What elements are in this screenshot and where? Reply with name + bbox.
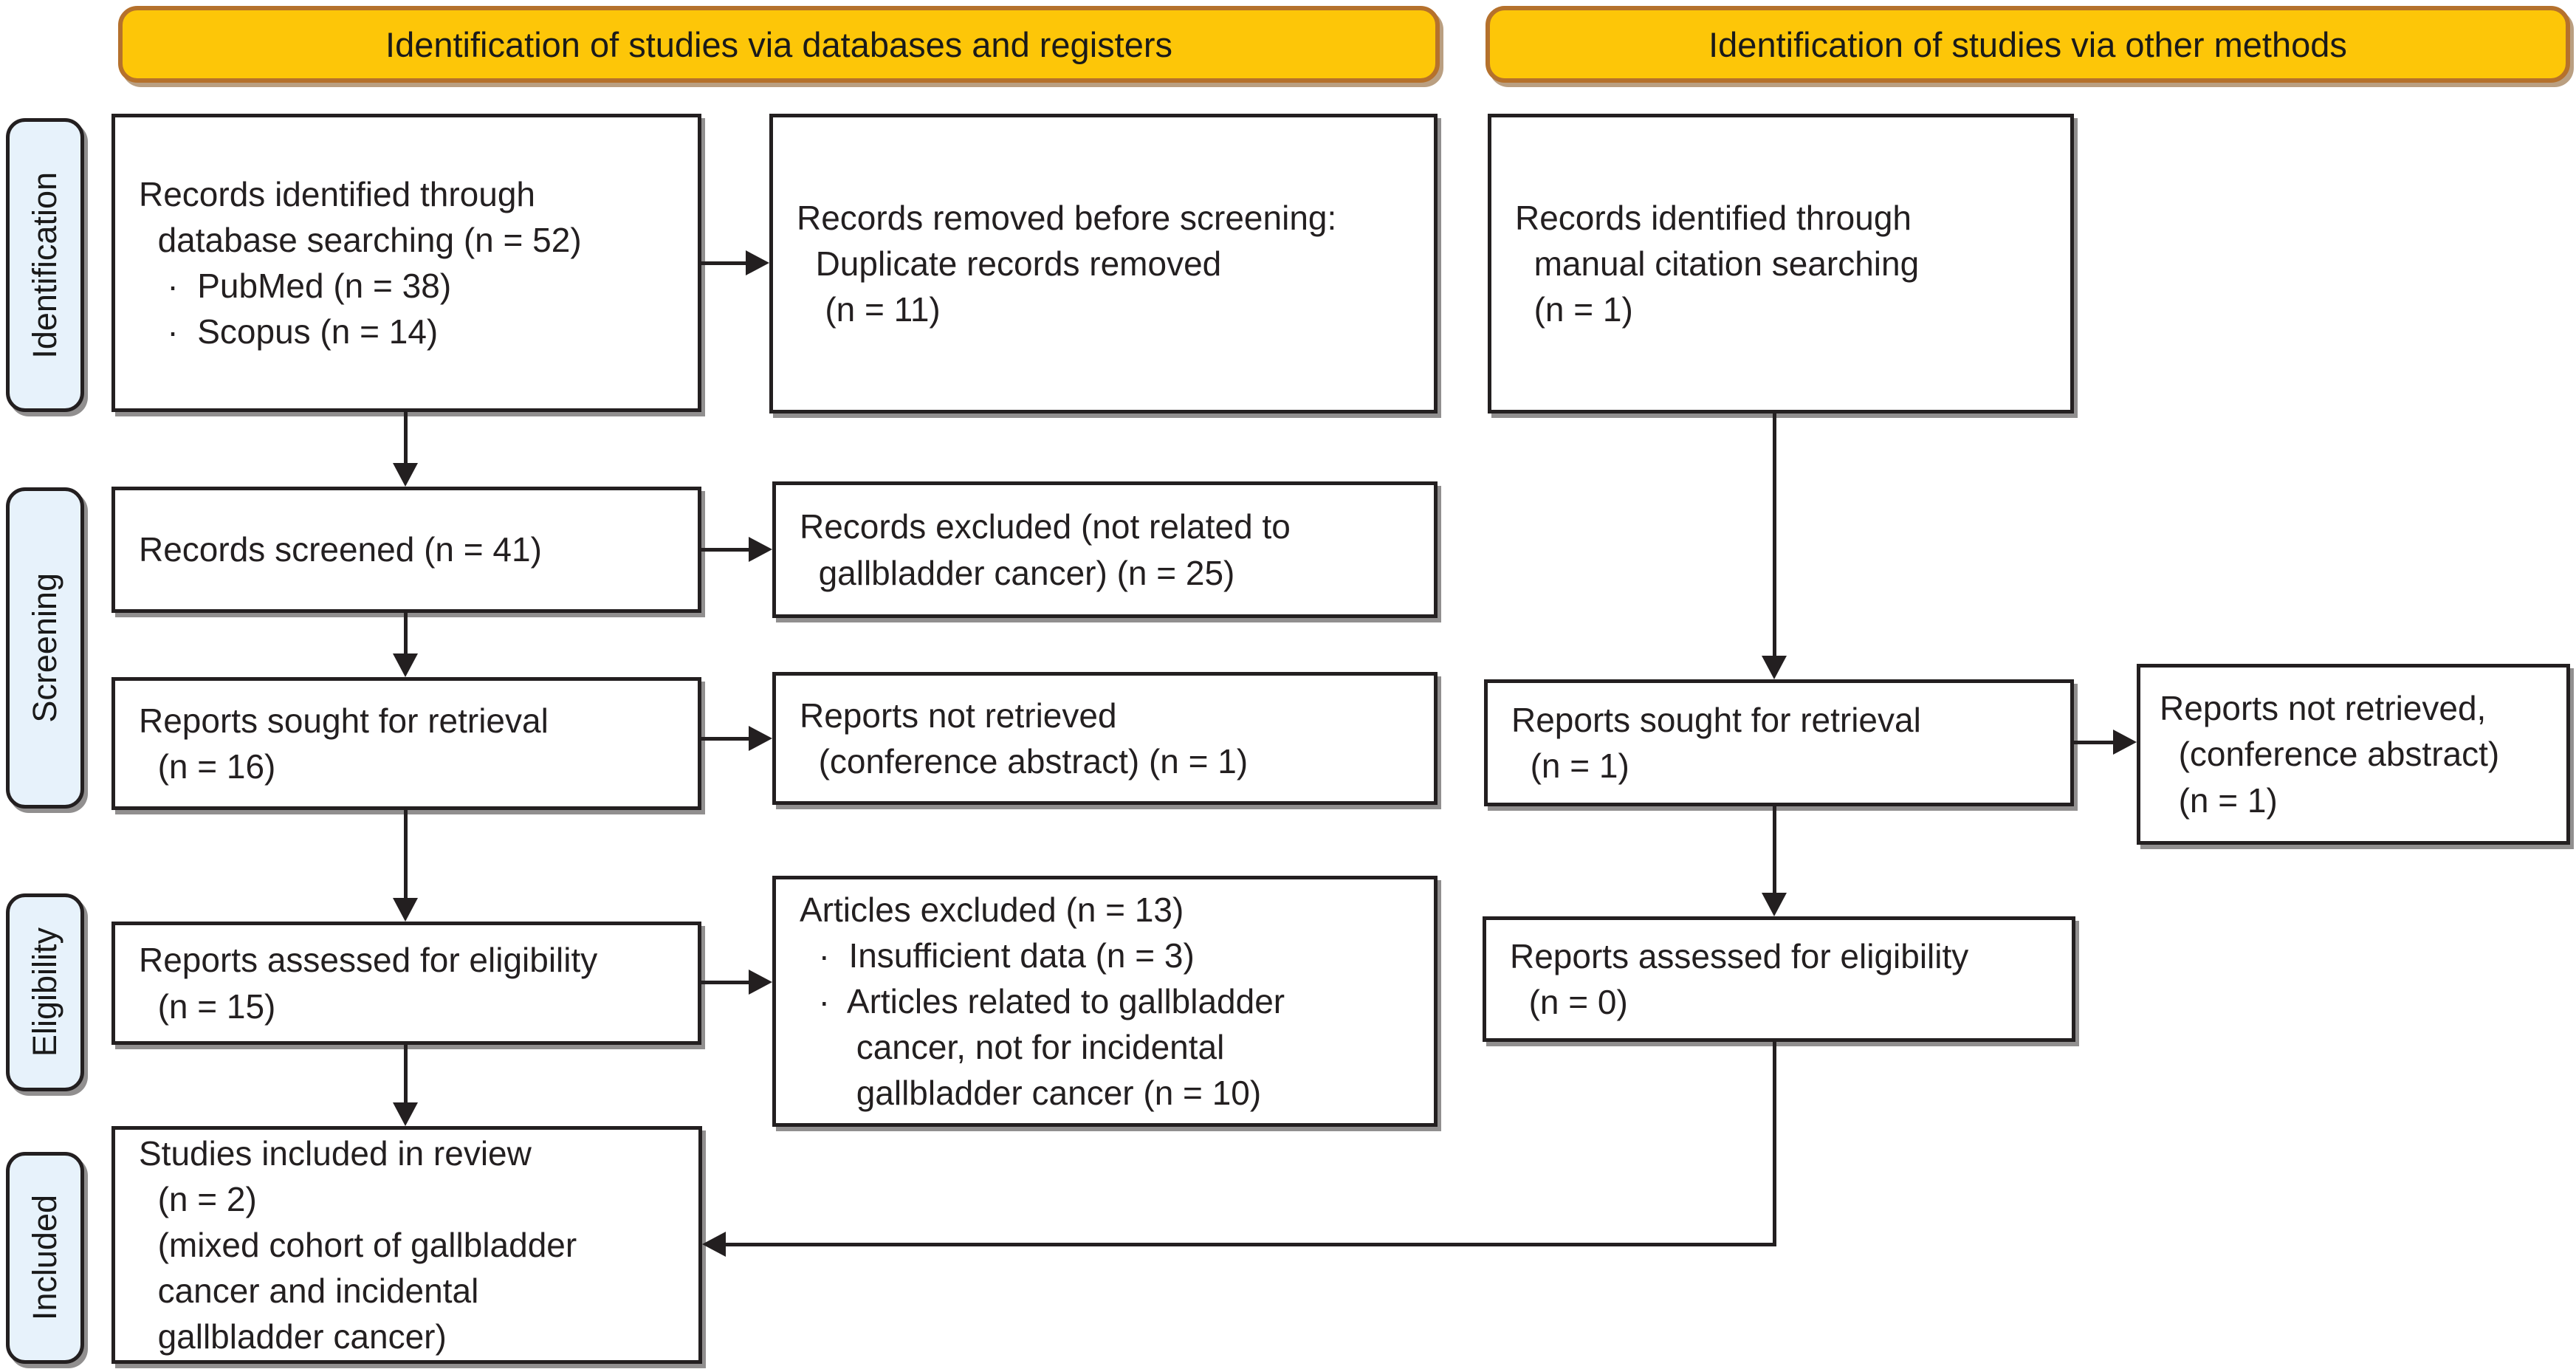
box-reports-sought-databases-text: Reports sought for retrieval (n = 16) (139, 701, 549, 786)
stage-eligibility-label: Eligibility (26, 927, 63, 1057)
box-studies-included: Studies included in review (n = 2) (mixe… (111, 1126, 702, 1364)
stage-screening-label: Screening (26, 573, 63, 723)
header-other-methods-label: Identification of studies via other meth… (1708, 24, 2347, 64)
box-reports-not-retrieved-databases-text: Reports not retrieved (conference abstra… (800, 696, 1248, 780)
stage-screening: Screening (6, 487, 84, 809)
box-reports-sought-other-text: Reports sought for retrieval (n = 1) (1511, 700, 1921, 785)
box-reports-not-retrieved-other-text: Reports not retrieved, (conference abstr… (2160, 689, 2500, 820)
box-reports-sought-other: Reports sought for retrieval (n = 1) (1484, 679, 2074, 806)
box-articles-excluded-text: Articles excluded (n = 13) · Insufficien… (800, 890, 1285, 1113)
box-reports-sought-databases: Reports sought for retrieval (n = 16) (111, 677, 701, 810)
stage-identification-label: Identification (26, 171, 63, 359)
box-records-identified-databases: Records identified through database sear… (111, 114, 701, 412)
box-reports-assessed-databases: Reports assessed for eligibility (n = 15… (111, 922, 701, 1045)
box-records-screened: Records screened (n = 41) (111, 487, 701, 613)
box-records-removed-before-screening: Records removed before screening: Duplic… (769, 114, 1438, 414)
box-reports-not-retrieved-other: Reports not retrieved, (conference abstr… (2137, 664, 2570, 845)
box-records-identified-databases-text: Records identified through database sear… (139, 174, 582, 351)
header-other-methods: Identification of studies via other meth… (1486, 6, 2570, 83)
box-studies-included-text: Studies included in review (n = 2) (mixe… (139, 1133, 577, 1356)
box-records-excluded: Records excluded (not related to gallbla… (772, 481, 1438, 618)
box-records-identified-manual-text: Records identified through manual citati… (1515, 198, 1920, 329)
box-reports-assessed-other: Reports assessed for eligibility (n = 0) (1483, 916, 2075, 1042)
header-databases-registers-label: Identification of studies via databases … (385, 24, 1172, 64)
box-reports-not-retrieved-databases: Reports not retrieved (conference abstra… (772, 672, 1438, 805)
stage-eligibility: Eligibility (6, 893, 84, 1091)
box-articles-excluded: Articles excluded (n = 13) · Insufficien… (772, 876, 1438, 1127)
box-records-removed-before-screening-text: Records removed before screening: Duplic… (797, 198, 1337, 329)
header-databases-registers: Identification of studies via databases … (118, 6, 1440, 83)
box-records-excluded-text: Records excluded (not related to gallbla… (800, 507, 1291, 592)
stage-included: Included (6, 1152, 84, 1364)
stage-included-label: Included (26, 1195, 63, 1321)
box-reports-assessed-databases-text: Reports assessed for eligibility (n = 15… (139, 941, 598, 1026)
box-records-screened-text: Records screened (n = 41) (139, 530, 542, 569)
stage-identification: Identification (6, 118, 84, 412)
box-records-identified-manual: Records identified through manual citati… (1488, 114, 2074, 414)
box-reports-assessed-other-text: Reports assessed for eligibility (n = 0) (1510, 936, 1969, 1021)
